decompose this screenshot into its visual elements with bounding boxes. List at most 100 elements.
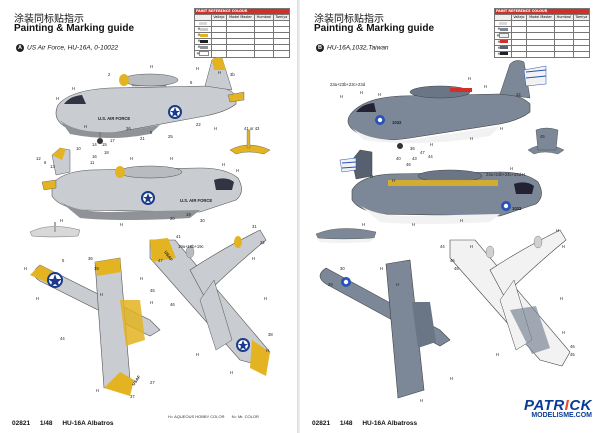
table-row: H [494,50,591,58]
aircraft-side-view-top: U.S. AIR FORCE [55,57,245,144]
callout-label: H [420,398,423,403]
callout-label: H [264,296,267,301]
watermark-subtext: MODELISME.COM [531,412,592,419]
scheme-letter-badge: B [316,44,324,52]
page-title-en: Painting & Marking guide [14,23,135,34]
callout-label: H [562,244,565,249]
callout-label: H [468,76,471,81]
table-row: H [194,44,291,51]
kit-scale: 1/48 [39,420,53,427]
callout-label: H [522,172,525,177]
callout-label: H [470,136,473,141]
page-footer: 02821 1/48 HU-16A Albatros [12,420,122,427]
callout-label: H [36,296,39,301]
callout-label: H [196,352,199,357]
fuselage-marking-text-side: U.S. AIR FORCE [180,198,212,203]
page-title-cn: 涂装同标贴指示 [14,14,84,25]
aircraft-bottom-view [449,229,571,367]
callout-label: 37 [130,394,135,399]
wing-marking-text-top: USAF [163,250,174,263]
callout-label: 27 [150,380,155,385]
page-title-cn: 涂装同标贴指示 [314,14,384,25]
wing-float-detail [527,127,565,155]
callout-label: 25 [168,134,173,139]
callout-label: H [120,222,123,227]
callout-label: H [218,70,221,75]
callout-label: 44 [440,244,445,249]
callout-label: H [484,84,487,89]
paint-reference-table: PAINT REFERENCE COLOUR Vallejo Model Mas… [194,8,291,58]
callout-label: 40 [396,156,401,161]
callout-label: 21 [140,136,145,141]
callout-label: 45 [150,288,155,293]
callout-label: 19a+18b+19c [178,244,204,249]
callout-label: H [60,218,63,223]
callout-label: 6 [44,160,47,165]
callout-label: 10 [76,146,81,151]
callout-label: H [252,256,255,261]
watermark-text: CK [569,397,592,414]
callout-label: 45 [570,352,575,357]
callout-label: 42 [516,92,521,97]
callout-label: 41 or 43 [244,126,260,131]
callout-label: H [562,330,565,335]
callout-label: 36 [88,256,93,261]
callout-label: 45 [540,134,545,139]
callout-label: H [214,126,217,131]
callout-label: 31 [252,224,257,229]
callout-label: H [460,218,463,223]
legend-item: N= Mr. COLOR [231,414,259,419]
callout-label: H [96,388,99,393]
aircraft-top-view: USAF [30,257,161,396]
callout-label: H [266,348,269,353]
callout-label: 46 [454,266,459,271]
callout-label: H [360,90,363,95]
legend-item: H= AQUEOUS HOBBY COLOR [168,414,225,419]
callout-label: 45 [450,258,455,263]
wing-float-detail [229,129,271,155]
callout-label: 47 [158,258,163,263]
page-footer: 02821 1/48 HU-16A Albatross [312,420,425,427]
callout-label: 29 [328,282,333,287]
callout-label: 32 [260,240,265,245]
callout-label: H [380,266,383,271]
callout-label: 26 [126,126,131,131]
callout-label: 15 [102,142,107,147]
callout-label: 30 [340,266,345,271]
callout-label: H [196,66,199,71]
callout-label: H [500,126,503,131]
callout-label: 44 [60,336,65,341]
page-title-en: Painting & Marking guide [314,23,435,34]
float-side-detail [315,228,377,243]
callout-label: H [100,292,103,297]
callout-label: H [150,300,153,305]
watermark-text: PATR [524,397,565,414]
callout-label: H [430,142,433,147]
kit-code: 02821 [12,420,31,427]
color-code-legend: H= AQUEOUS HOBBY COLOR N= Mr. COLOR [168,414,265,419]
paint-reference-table: PAINT REFERENCE COLOUR Vallejo Model Mas… [494,8,591,58]
callout-label: 46 [170,302,175,307]
table-row: H [194,50,291,58]
right-artwork: 1032 1032 [315,60,575,403]
kit-scale: 1/48 [339,420,353,427]
callout-label: 2 [108,72,111,77]
aircraft-side-view-top: 1032 [347,60,547,149]
callout-label: H [510,166,513,171]
wing-marking-text: USAF [131,374,142,387]
callout-label: 39 [94,266,99,271]
serial-number-text: 1032 [392,120,402,125]
kit-name: HU-16A Albatross [362,420,418,427]
callout-label: H [496,352,499,357]
callout-label: 36 [410,146,415,151]
aircraft-side-view-bottom: U.S. AIR FORCE [41,147,242,220]
callout-label: 22 [196,122,201,127]
callout-label: H [396,282,399,287]
callout-label: H [170,156,173,161]
kit-code: 02821 [312,420,331,427]
callout-label: H [56,96,59,101]
callout-label: H [130,156,133,161]
callout-label: 16 [92,154,97,159]
callout-labels: H H 3b 6 H 2 H H H 22 8 25 26 H 21 14 15… [24,64,273,399]
